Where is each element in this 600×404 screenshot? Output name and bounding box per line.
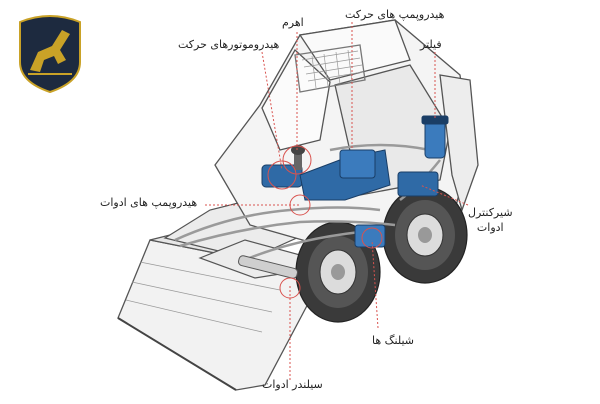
label-tool-control-valve-line2: ادوات [476, 221, 504, 234]
label-tool-control-valve: شیرکنترل ادوات [468, 205, 513, 235]
label-tool-cylinder: سیلندر ادوات [262, 378, 323, 391]
hydraulic-hoses [174, 143, 441, 264]
label-filter: فیلتر [420, 38, 442, 51]
label-tool-pumps: هیدروپمپ های ادوات [100, 196, 198, 209]
hydraulic-components [261, 115, 449, 248]
label-lever: اهرم [282, 16, 304, 29]
excavator-shield-logo [19, 15, 81, 94]
leader-lines [205, 22, 469, 380]
label-drive-pumps: هیدروپمپ های حرکت [345, 8, 445, 21]
label-tool-control-valve-line1: شیرکنترل [468, 206, 513, 219]
lever [291, 145, 305, 170]
label-hoses: شیلنگ ها [372, 334, 414, 347]
tool-cylinder [238, 255, 298, 279]
label-drive-motors: هیدروموتورهای حرکت [178, 38, 280, 51]
leader-circles [267, 145, 383, 299]
rear-wheel [382, 186, 468, 284]
